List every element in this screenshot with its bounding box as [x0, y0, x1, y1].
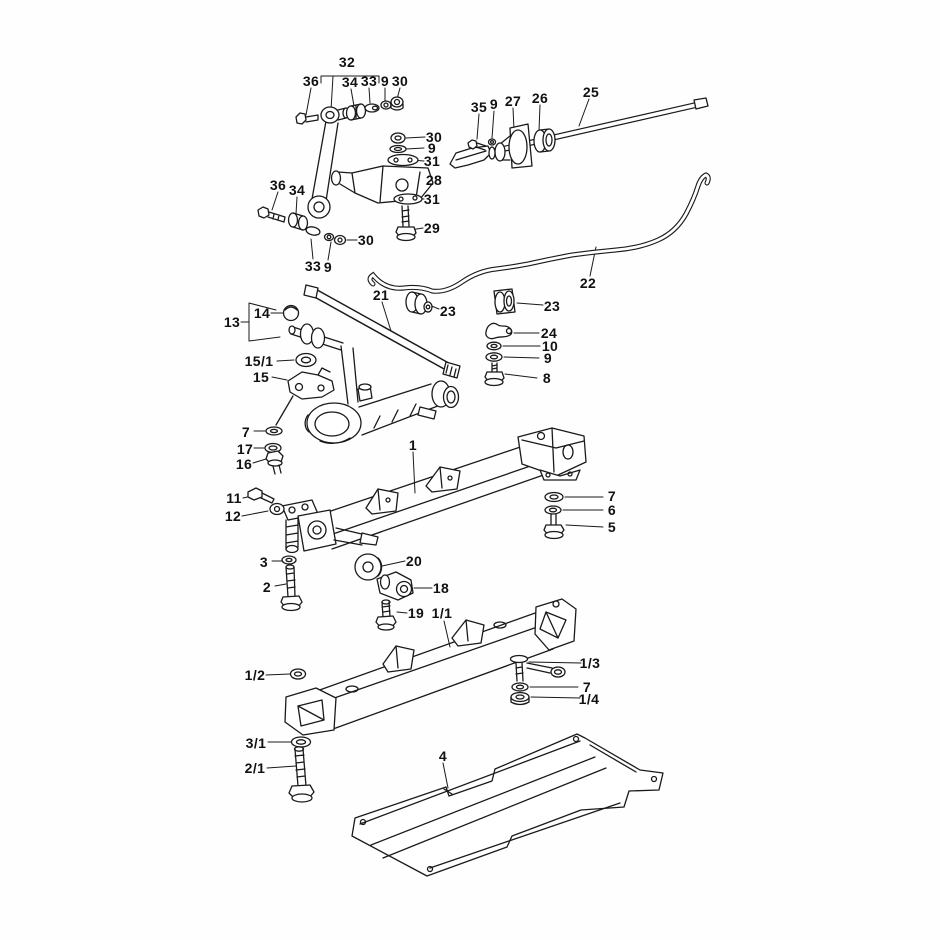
part-label-9-c: 9: [427, 140, 437, 156]
part-label-33-b: 33: [304, 258, 322, 274]
part-label-34-b: 34: [288, 182, 306, 198]
part-label-9-b: 9: [489, 96, 499, 112]
part-label-16: 16: [235, 456, 253, 472]
control-arm: [275, 304, 460, 445]
stabilizer-bushings: [405, 288, 516, 315]
part-label-7-b: 7: [607, 488, 617, 504]
support-rod-cluster: [449, 97, 709, 169]
part-label-11: 11: [226, 490, 242, 506]
link-bracket-assembly: [330, 132, 434, 242]
part-label-33: 33: [360, 73, 378, 89]
long-bolt-assembly: [288, 736, 315, 803]
part-label-8: 8: [542, 370, 552, 386]
crossmember-rear: [284, 598, 577, 736]
part-label-9-d: 9: [323, 259, 333, 275]
clamp-and-hardware: [484, 322, 513, 387]
part-label-13: 13: [223, 314, 241, 330]
part-label-15: 15: [252, 369, 270, 385]
part-label-30-c: 30: [357, 232, 375, 248]
part-label-34: 34: [341, 74, 359, 90]
stabilizer-drop-link: [295, 96, 404, 219]
part-label-23-b: 23: [543, 298, 561, 314]
mount-grommet-and-bracket: [354, 553, 414, 631]
crossmember-rear-hardware: [289, 654, 566, 706]
part-label-35: 35: [470, 99, 488, 115]
part-label-31-b: 31: [423, 191, 441, 207]
part-label-14: 14: [253, 305, 271, 321]
part-label-1-2: 1/2: [244, 667, 266, 683]
part-label-27: 27: [504, 93, 522, 109]
part-label-28: 28: [425, 172, 443, 188]
part-label-1-4: 1/4: [578, 691, 600, 707]
part-label-9: 9: [380, 73, 390, 89]
part-label-7: 7: [241, 424, 251, 440]
part-label-1: 1: [408, 437, 418, 453]
part-label-15-1: 15/1: [244, 353, 274, 369]
crossmember-hardware-left: [247, 487, 303, 612]
part-label-21: 21: [372, 287, 390, 303]
part-label-24: 24: [540, 325, 558, 341]
part-label-31: 31: [423, 153, 441, 169]
torsion-strut: [303, 284, 461, 379]
part-label-6: 6: [607, 502, 617, 518]
part-label-29: 29: [423, 220, 441, 236]
part-label-4: 4: [438, 748, 448, 764]
arm-fastener-stack: [264, 426, 284, 475]
part-label-36-b: 36: [269, 177, 287, 193]
part-label-17: 17: [236, 441, 254, 457]
part-label-30-b: 30: [425, 129, 443, 145]
part-label-3: 3: [259, 554, 269, 570]
part-label-26: 26: [531, 90, 549, 106]
leader-lines: [240, 75, 604, 789]
part-label-30: 30: [391, 73, 409, 89]
part-label-1-1: 1/1: [431, 605, 453, 621]
part-label-32: 32: [338, 54, 356, 70]
part-label-12: 12: [224, 508, 242, 524]
part-label-19: 19: [407, 605, 425, 621]
crossmember-bolt-stack-right: [543, 491, 565, 540]
part-label-10: 10: [541, 338, 559, 354]
part-label-1-3: 1/3: [579, 655, 601, 671]
part-label-2: 2: [262, 579, 272, 595]
crossmember-front: [281, 427, 587, 554]
drop-link-hardware-lower: [257, 206, 347, 246]
part-label-36: 36: [302, 73, 320, 89]
part-label-20: 20: [405, 553, 423, 569]
part-label-23: 23: [439, 303, 457, 319]
skid-plate: [351, 733, 664, 877]
part-label-25: 25: [582, 84, 600, 100]
part-label-22: 22: [579, 275, 597, 291]
part-label-2-1: 2/1: [244, 760, 266, 776]
part-label-7-c: 7: [582, 679, 592, 695]
part-label-9-e: 9: [543, 350, 553, 366]
stabilizer-bar: [367, 172, 711, 294]
part-label-5: 5: [607, 519, 617, 535]
part-label-18: 18: [432, 580, 450, 596]
part-label-3-1: 3/1: [245, 735, 267, 751]
